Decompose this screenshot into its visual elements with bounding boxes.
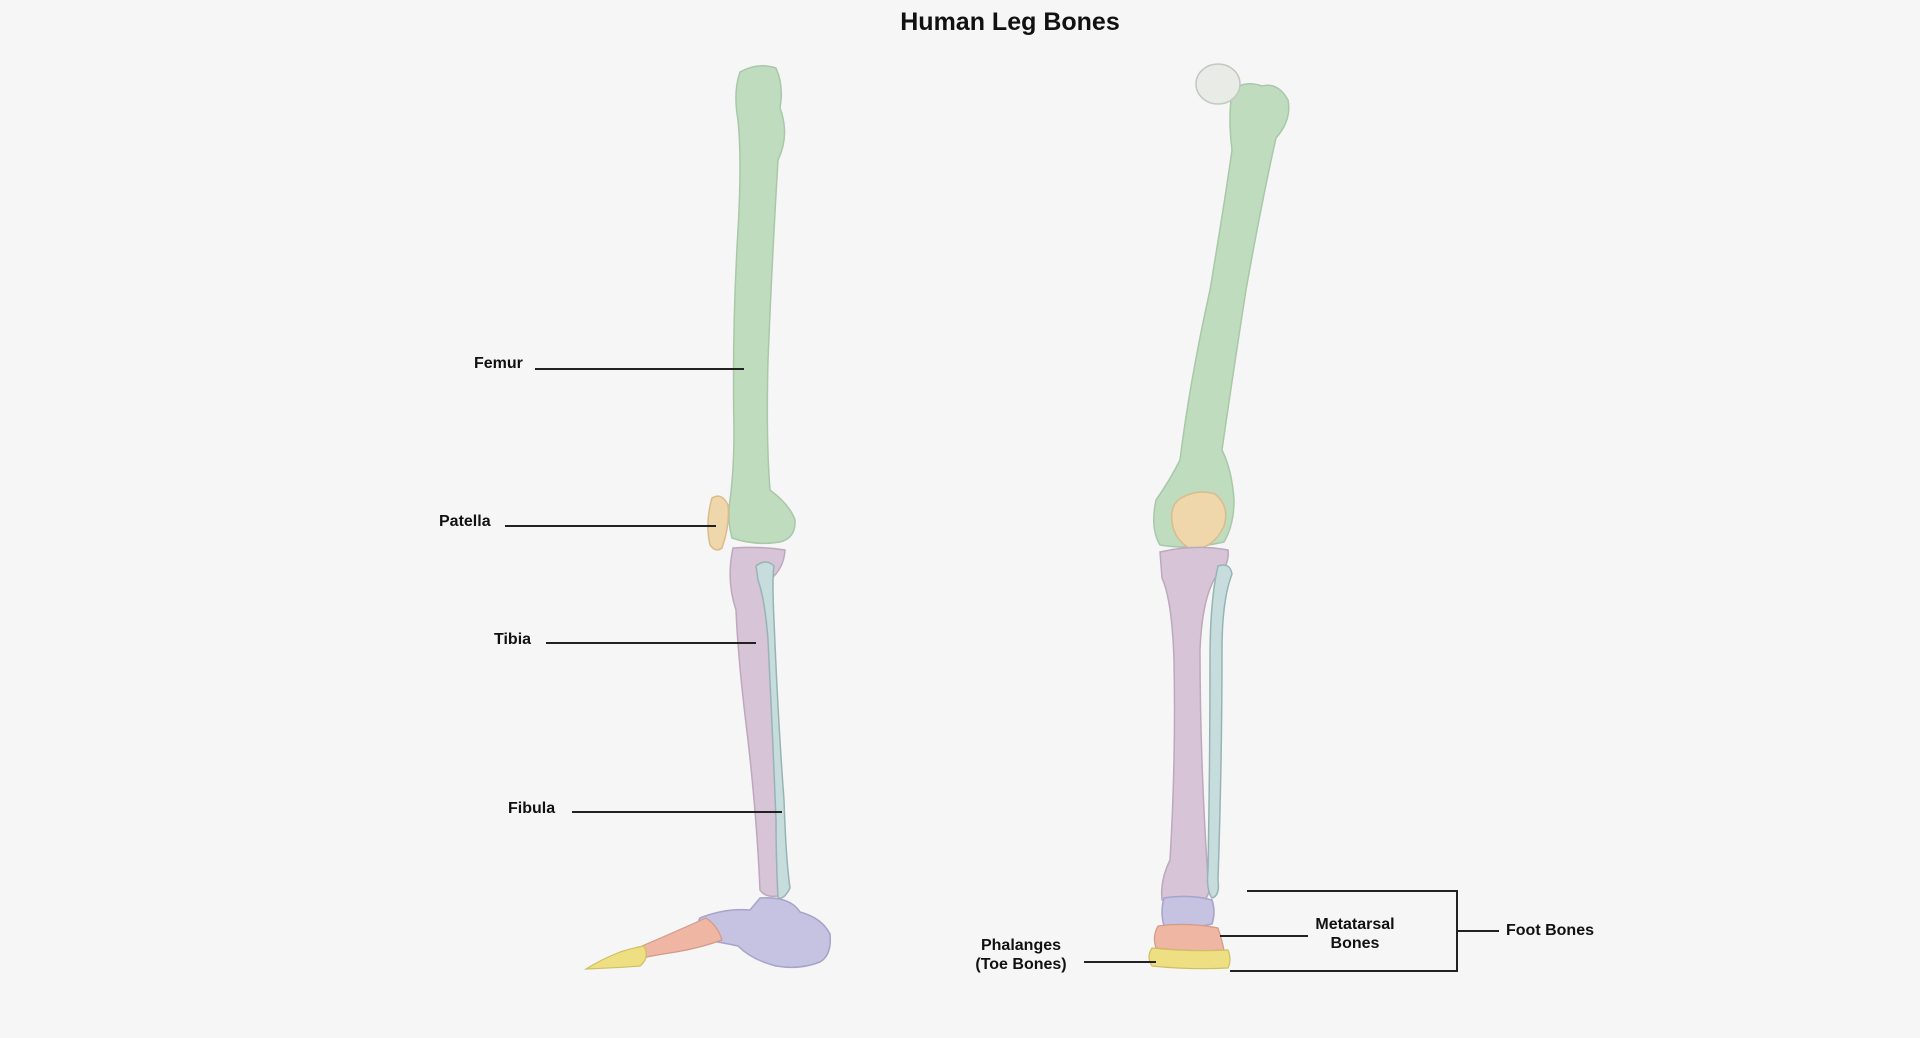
label-metatarsal: Metatarsal Bones [1305,915,1405,953]
phalanges-right [1148,947,1231,970]
patella-right [1170,491,1227,551]
label-phalanges-line2: (Toe Bones) [975,956,1067,973]
label-patella: Patella [439,513,491,530]
left-leg [583,65,832,970]
femur-right [1153,83,1290,548]
right-leg [1148,63,1290,970]
diagram-title: Human Leg Bones [900,8,1120,36]
label-femur: Femur [474,355,523,372]
femur-left [728,65,796,545]
patella-left [707,495,730,551]
leader-lines [505,368,1499,972]
label-tibia: Tibia [494,631,532,648]
fibula-left [755,561,791,900]
metatarsals-right [1153,923,1225,952]
fibula-right [1206,564,1233,899]
femur-head-right [1195,63,1241,105]
label-metatarsal-line2: Bones [1330,935,1380,952]
label-foot-bones: Foot Bones [1506,922,1594,939]
label-metatarsal-line1: Metatarsal [1315,916,1395,933]
tarsals-right [1161,895,1215,929]
label-fibula: Fibula [508,800,556,817]
phalanges-left [583,945,647,970]
label-phalanges-line1: Phalanges [980,937,1062,954]
metatarsals-left [638,917,723,959]
label-phalanges: Phalanges (Toe Bones) [968,936,1074,974]
